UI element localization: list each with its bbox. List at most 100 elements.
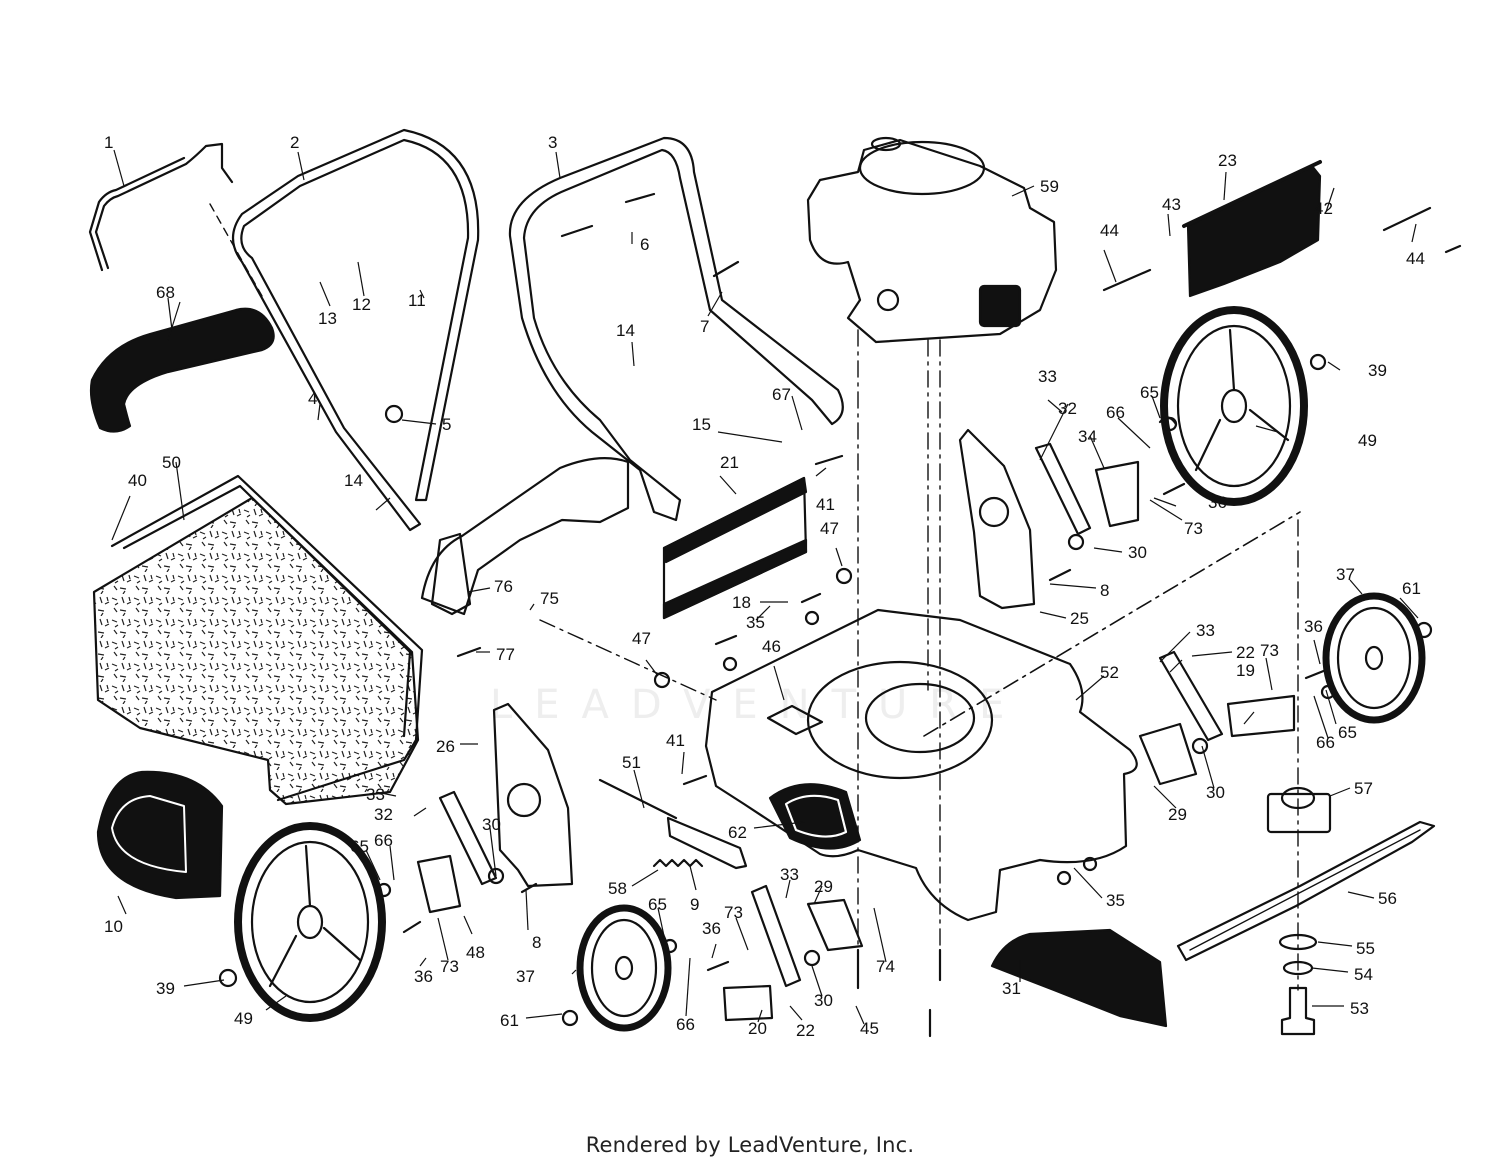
- callout-15: 15: [692, 415, 711, 434]
- callout-65d: 65: [648, 895, 667, 914]
- rear-axle-rod-part: [666, 816, 748, 870]
- callout-6: 6: [640, 235, 649, 254]
- engine-filler-cap: [870, 136, 902, 152]
- deck-insert-part: [766, 704, 824, 736]
- callout-2: 2: [290, 133, 299, 152]
- callout-75: 75: [540, 589, 559, 608]
- callout-65c: 65: [350, 837, 369, 856]
- mulch-plug-part: [420, 457, 630, 616]
- callout-30c: 30: [814, 991, 833, 1010]
- callout-73d: 73: [724, 903, 743, 922]
- callout-23: 23: [1218, 151, 1237, 170]
- deck-guide-line-right: [923, 511, 1301, 737]
- height-plate-left-hub: [506, 782, 542, 818]
- mower-blade-part: [1176, 820, 1436, 962]
- callout-44b: 44: [1406, 249, 1425, 268]
- callout-66b: 66: [1316, 733, 1335, 752]
- callout-31: 31: [1002, 979, 1021, 998]
- callout-8a: 8: [1100, 581, 1109, 600]
- callout-61b: 61: [500, 1011, 519, 1030]
- deck-mount-ring: [806, 660, 994, 780]
- callout-57: 57: [1354, 779, 1373, 798]
- callout-67: 67: [772, 385, 791, 404]
- callout-34: 34: [1078, 427, 1097, 446]
- callout-37a: 37: [1336, 565, 1355, 584]
- watermark: LEADVENTURE: [490, 682, 1026, 728]
- grass-bag-frame-inner: [122, 484, 412, 738]
- callout-47a: 47: [820, 519, 839, 538]
- callout-numbers: 1 2 3 4 5 6 7 8 8 9 10 11 12 13 14 14 15…: [104, 133, 1425, 1040]
- height-lever-right-part: [1034, 442, 1092, 536]
- callout-26: 26: [436, 737, 455, 756]
- callout-29a: 29: [1168, 805, 1187, 824]
- engine-part: [806, 138, 1058, 344]
- deck-guide-line-left: [539, 619, 717, 701]
- blade-adapter-part: [1266, 792, 1332, 834]
- callout-3: 3: [548, 133, 557, 152]
- callout-36b: 36: [1304, 617, 1323, 636]
- callout-7: 7: [700, 317, 709, 336]
- axle-bracket-front-part: [1226, 694, 1296, 738]
- callout-33c: 33: [366, 785, 385, 804]
- rear-flap-window: [111, 795, 187, 873]
- callout-44a: 44: [1100, 221, 1119, 240]
- callout-37b: 37: [516, 967, 535, 986]
- rear-wheel-right-part: [1160, 306, 1308, 506]
- callout-53: 53: [1350, 999, 1369, 1018]
- spring-part: [652, 858, 704, 868]
- gear-plate-mid-part: [806, 898, 864, 952]
- callout-58: 58: [608, 879, 627, 898]
- rear-deflector-part: [1186, 164, 1322, 298]
- lower-handle-part: [231, 128, 480, 532]
- mulch-plug-latch: [430, 532, 472, 616]
- callout-20: 20: [748, 1019, 767, 1038]
- callout-22b: 22: [796, 1021, 815, 1040]
- callout-30b: 30: [1206, 783, 1225, 802]
- height-plate-left-part: [492, 702, 574, 888]
- callout-46: 46: [762, 637, 781, 656]
- callout-73a: 73: [1184, 519, 1203, 538]
- callout-45: 45: [860, 1019, 879, 1038]
- callout-12: 12: [352, 295, 371, 314]
- callout-22a: 22: [1236, 643, 1255, 662]
- callout-33a: 33: [1038, 367, 1057, 386]
- axle-bracket-left-part: [416, 854, 462, 914]
- deck-discharge-inner: [784, 794, 848, 838]
- parts-drawings: [88, 128, 1462, 1038]
- callout-68: 68: [156, 283, 175, 302]
- callout-32b: 32: [374, 805, 393, 824]
- callout-14a: 14: [616, 321, 635, 340]
- engine-recoil-cover: [858, 140, 986, 196]
- front-wheel-left-part: [576, 904, 672, 1032]
- callout-52: 52: [1100, 663, 1119, 682]
- callout-36a: 36: [1208, 493, 1227, 512]
- callout-56: 56: [1378, 889, 1397, 908]
- deck-engine-opening: [864, 682, 976, 754]
- callout-36c: 36: [414, 967, 433, 986]
- callout-29b: 29: [814, 877, 833, 896]
- engine-muffler: [978, 284, 1022, 328]
- callout-55: 55: [1356, 939, 1375, 958]
- height-plate-right-hub: [978, 496, 1010, 528]
- callout-25: 25: [1070, 609, 1089, 628]
- callout-73b: 73: [1260, 641, 1279, 660]
- callout-49b: 49: [234, 1009, 253, 1028]
- callout-50: 50: [162, 453, 181, 472]
- callout-66a: 66: [1106, 403, 1125, 422]
- control-bail-part-inner: [88, 156, 186, 272]
- callout-39b: 39: [156, 979, 175, 998]
- mower-deck-part: [704, 608, 1138, 922]
- height-lever-mid-part: [750, 884, 802, 988]
- callout-54: 54: [1354, 965, 1373, 984]
- callout-51: 51: [622, 753, 641, 772]
- callout-65b: 65: [1338, 723, 1357, 742]
- pivot-rod-51: [598, 778, 678, 820]
- callout-19: 19: [1236, 661, 1255, 680]
- rear-flap-part: [96, 770, 224, 900]
- callout-18: 18: [732, 593, 751, 612]
- callout-30a: 30: [1128, 543, 1147, 562]
- callout-76: 76: [494, 577, 513, 596]
- callout-74: 74: [876, 957, 895, 976]
- callout-42: 42: [1314, 199, 1333, 218]
